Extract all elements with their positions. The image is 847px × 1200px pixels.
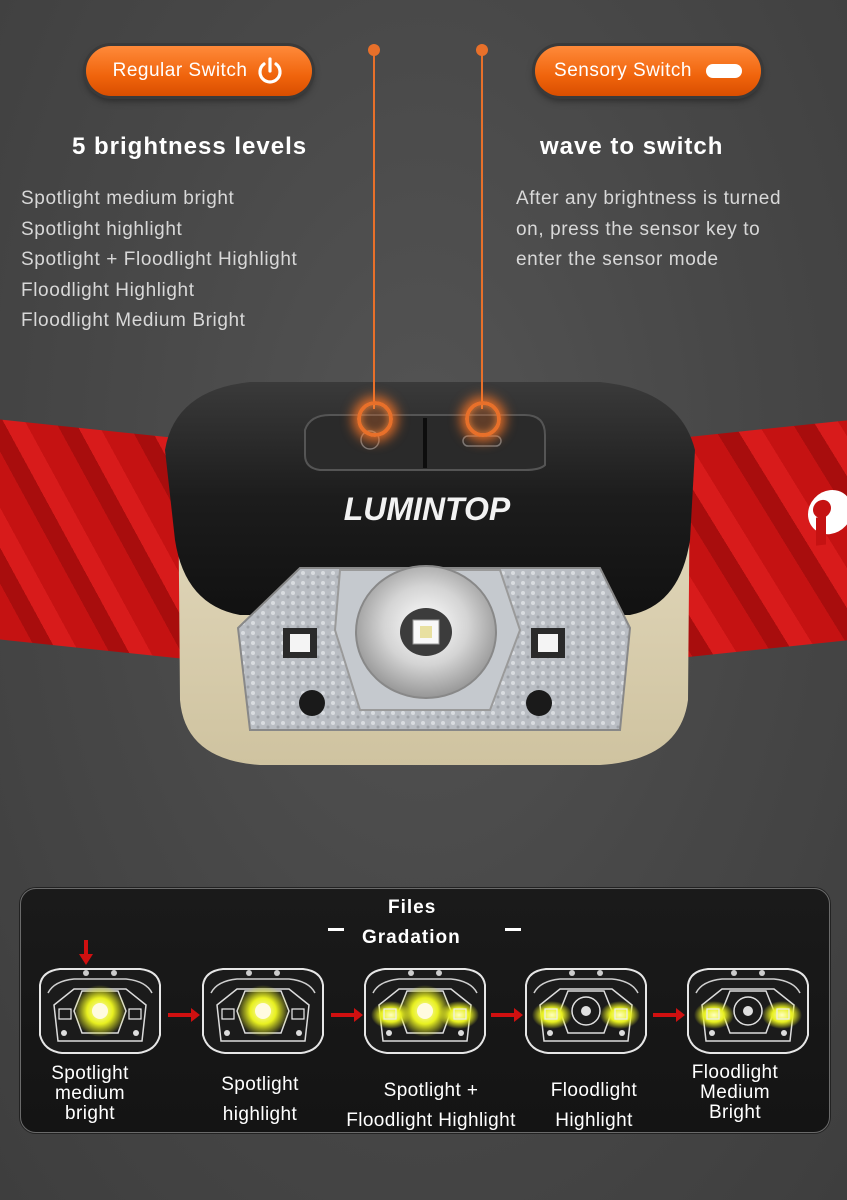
regular-switch-label: Regular Switch xyxy=(112,60,248,81)
mode-label: Spotlight medium bright xyxy=(40,1064,140,1124)
wave-to-switch-title: wave to switch xyxy=(540,133,724,160)
start-arrow-icon xyxy=(79,940,93,965)
list-item: Floodlight Medium Bright xyxy=(21,310,246,331)
description-line: After any brightness is turned xyxy=(516,188,782,209)
next-arrow-icon xyxy=(168,1008,200,1022)
list-item: Spotlight highlight xyxy=(21,218,183,240)
brand-logo: LUMINTOP xyxy=(344,491,511,527)
leader-dot-sensory xyxy=(476,44,488,56)
mode-label-line: Floodlight xyxy=(691,1062,779,1083)
description-line: on, press the sensor key to xyxy=(516,218,761,240)
next-arrow-icon xyxy=(491,1008,523,1022)
list-item: Spotlight medium bright xyxy=(21,188,235,209)
mode-thumbnail-icon xyxy=(364,968,486,1054)
sensor-description: After any brightness is turned on, press… xyxy=(516,184,836,276)
mode-label-line: Floodlight Highlight xyxy=(346,1110,516,1131)
title-dash-left xyxy=(328,928,344,931)
list-item: Floodlight Highlight xyxy=(21,279,195,301)
mode-label-line: Spotlight xyxy=(221,1074,299,1095)
mode-thumbnail-icon xyxy=(39,968,161,1054)
mode-label: Floodlight Highlight xyxy=(540,1076,648,1136)
mode-label: Spotlight + Floodlight Highlight xyxy=(333,1076,529,1136)
running-figure-logo-icon xyxy=(808,489,847,546)
brightness-levels-title: 5 brightness levels xyxy=(72,133,308,160)
mode-label-line: Highlight xyxy=(555,1110,633,1131)
mode-thumbnail-icon xyxy=(525,968,647,1054)
mode-label-line: Spotlight xyxy=(51,1063,129,1084)
gradation-title-line1: Files xyxy=(388,897,437,918)
mode-label-line: Floodlight xyxy=(550,1080,638,1101)
next-arrow-icon xyxy=(653,1008,685,1022)
list-item: Spotlight + Floodlight Highlight xyxy=(21,249,298,270)
gradation-title-line2: Gradation xyxy=(362,927,461,948)
leader-dot-regular xyxy=(368,44,380,56)
sensory-switch-highlight xyxy=(465,401,501,437)
power-icon xyxy=(258,57,282,84)
mode-label: Spotlight highlight xyxy=(205,1070,315,1130)
regular-switch-badge: Regular Switch xyxy=(86,46,312,96)
mode-label-line: bright xyxy=(65,1103,115,1124)
mode-label-line: highlight xyxy=(222,1104,298,1125)
mode-label-line: Spotlight + xyxy=(383,1080,479,1101)
mode-thumbnail-icon xyxy=(687,968,809,1054)
leader-line-sensory xyxy=(481,54,483,409)
mode-label-line: Medium xyxy=(700,1082,770,1103)
title-dash-right xyxy=(505,928,521,931)
regular-switch-highlight xyxy=(357,401,393,437)
sensory-switch-badge: Sensory Switch xyxy=(535,46,761,96)
headband-strap-right xyxy=(660,420,847,660)
mode-label-line: Bright xyxy=(708,1102,762,1123)
next-arrow-icon xyxy=(331,1008,363,1022)
leader-line-regular xyxy=(373,54,375,409)
mode-label-line: medium xyxy=(55,1083,125,1104)
headlamp-illustration: LUMINTOP xyxy=(165,382,695,765)
description-line: enter the sensor mode xyxy=(516,249,719,270)
mode-label: Floodlight Medium Bright xyxy=(683,1063,787,1123)
mode-thumbnail-icon xyxy=(202,968,324,1054)
brightness-level-list: Spotlight medium bright Spotlight highli… xyxy=(21,184,297,337)
oval-icon xyxy=(705,64,742,78)
sensory-switch-label: Sensory Switch xyxy=(554,60,692,81)
